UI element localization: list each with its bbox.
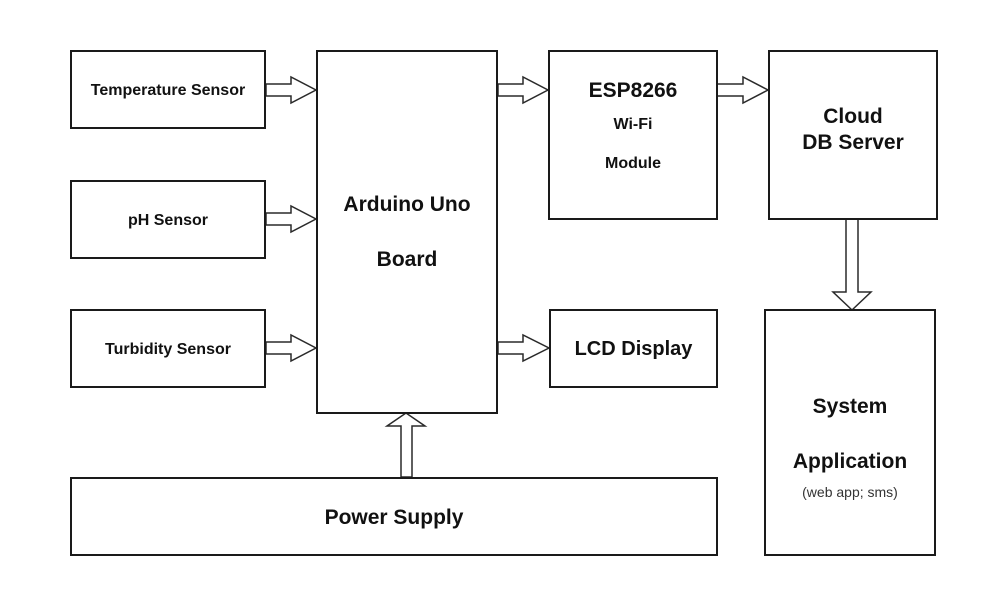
turbidity-sensor-label: Turbidity Sensor xyxy=(105,341,231,358)
esp8266-label-line1: ESP8266 xyxy=(588,79,678,102)
arrow-temperature-to-arduino xyxy=(265,75,318,105)
power-supply-block: Power Supply xyxy=(70,477,718,556)
arrow-ph-to-arduino xyxy=(265,204,318,234)
arrow-esp8266-to-cloud xyxy=(716,75,770,105)
temperature-sensor-label: Temperature Sensor xyxy=(90,82,246,99)
esp8266-wifi-module-block: ESP8266 Wi-Fi Module xyxy=(548,50,718,220)
cloud-db-server-block: Cloud DB Server xyxy=(768,50,938,220)
arduino-label-line2: Board xyxy=(376,248,438,271)
temperature-sensor-block: Temperature Sensor xyxy=(70,50,266,129)
turbidity-sensor-block: Turbidity Sensor xyxy=(70,309,266,388)
arrow-power-to-arduino xyxy=(384,412,428,478)
ph-sensor-label: pH Sensor xyxy=(127,212,208,229)
system-app-label-line2: Application xyxy=(792,450,908,473)
lcd-display-block: LCD Display xyxy=(549,309,718,388)
ph-sensor-block: pH Sensor xyxy=(70,180,266,259)
power-supply-label: Power Supply xyxy=(324,506,464,529)
system-app-note: (web app; sms) xyxy=(802,484,898,500)
system-app-label-line1: System xyxy=(812,395,888,418)
esp8266-label-line2: Wi-Fi xyxy=(613,116,653,133)
cloud-label-line1: Cloud xyxy=(823,105,883,128)
arrow-turbidity-to-arduino xyxy=(265,333,318,363)
arrow-arduino-to-lcd xyxy=(497,333,551,363)
cloud-label-line2: DB Server xyxy=(802,131,904,154)
arrow-arduino-to-esp8266 xyxy=(497,75,550,105)
esp8266-label-line3: Module xyxy=(605,155,661,172)
arrow-cloud-to-system-app xyxy=(831,218,873,312)
system-application-block: System Application (web app; sms) xyxy=(764,309,936,556)
arduino-uno-board-block: Arduino Uno Board xyxy=(316,50,498,414)
arduino-label-line1: Arduino Uno xyxy=(343,193,471,216)
lcd-display-label: LCD Display xyxy=(574,338,693,360)
